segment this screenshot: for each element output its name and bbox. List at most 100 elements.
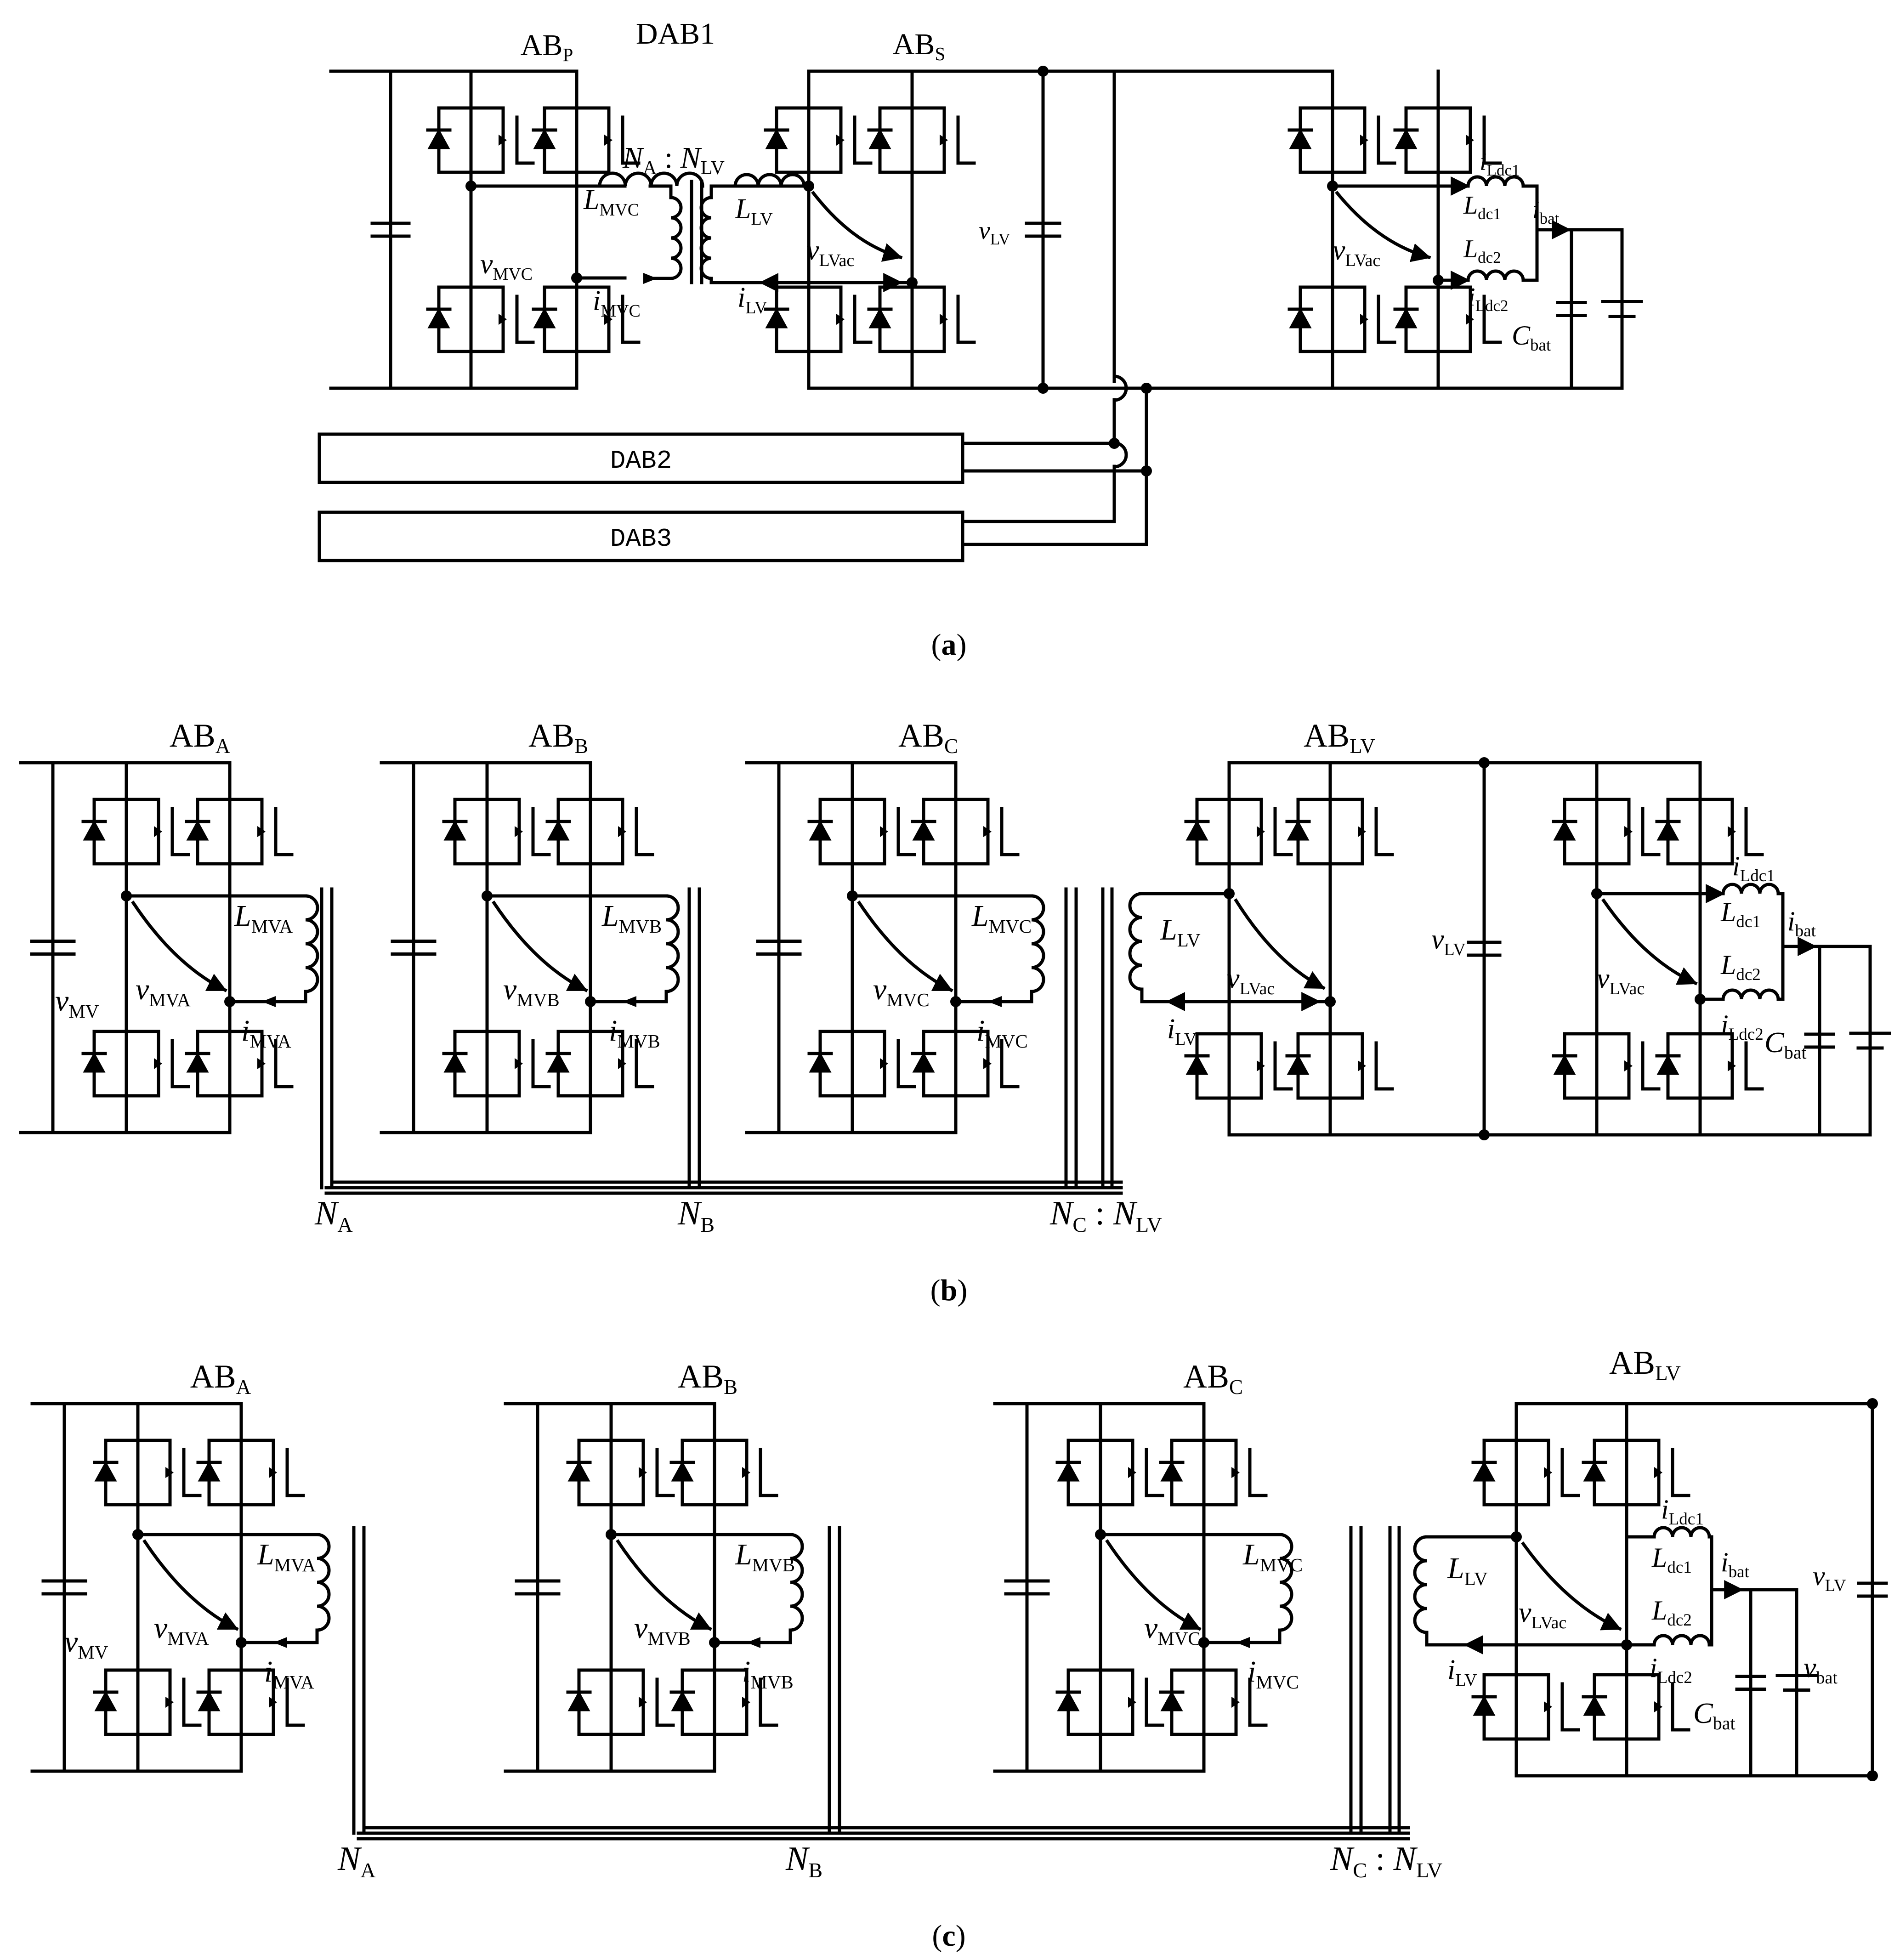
caption-letter: b [941,1274,958,1307]
label: iMVA [264,1655,314,1693]
bridge-label: ABB [678,1358,737,1399]
current-arrowhead [643,273,657,284]
current-label: iLdc1 [1480,147,1520,179]
mosfet-part [94,1461,117,1482]
mosfet-part [257,826,266,837]
mosfet-switch [669,1425,778,1520]
mosfet-part [1057,1461,1080,1482]
label: LMVA [257,1538,316,1575]
dab2-block [318,432,964,484]
dab3-label: DAB3 [610,524,672,554]
label: LMVB [601,899,662,937]
caption-close: ) [957,1274,967,1307]
symbol: i [1480,147,1487,176]
mosfet-part [533,307,556,329]
turns-ratio: NA : NLV [622,141,725,179]
subscript: bat [1540,210,1560,227]
bridge-subscript: A [236,1376,251,1399]
panel-caption: (b) [930,1274,968,1307]
mosfet-switch [1184,1018,1293,1114]
bridge-name: AB [678,1358,724,1395]
mosfet-part [1287,820,1310,841]
subscript: MVC [985,1031,1027,1052]
bridge-name: AB [190,1358,236,1395]
mosfet-part [1231,1697,1240,1708]
voltage-arrow [857,901,953,992]
symbol: C [1512,320,1531,351]
subscript: MVB [617,1031,660,1052]
mosfet-part [1185,1054,1208,1075]
mosfet-switch [1159,1654,1268,1750]
inductor-mva [304,894,319,993]
mosfet-switch [532,92,641,188]
mosfet-switch [1655,1018,1764,1114]
label: LMVC [1242,1538,1303,1575]
subscript: MVC [1157,1628,1200,1649]
label: Ldc1 [1720,897,1761,931]
mosfet-switch [1285,784,1394,879]
label: vMVC [1144,1611,1201,1649]
symbol: L [1720,897,1736,927]
label: Ldc2 [1651,1595,1692,1630]
subscript: Ldc1 [1740,867,1775,885]
voltage-arrow [811,191,903,262]
mosfet-switch [1287,272,1396,367]
inductor-mva [315,1533,331,1632]
bridge-label: ABA [190,1358,251,1399]
subscript: LV [1177,929,1201,951]
voltage-label: vLVac [1333,235,1380,270]
mosfet-part [186,1052,209,1073]
symbol: L [583,184,599,215]
symbol: i [1447,1654,1455,1686]
mosfet-part [257,1058,266,1069]
label: iLV [1167,1014,1197,1049]
bridge-name: AB [1304,717,1350,754]
label: iLdc2 [1650,1653,1692,1687]
bridge-name: AB [893,28,935,61]
symbol: i [1468,283,1475,312]
ratio-n1_sub: A [643,158,657,179]
mosfet-part [443,1052,466,1073]
junction-dot [1141,465,1152,476]
subscript: Ldc2 [1475,297,1509,315]
mosfet-part [154,1058,162,1069]
subscript: MVA [274,1554,316,1575]
symbol: N [677,1195,702,1232]
subscript: B [808,1858,822,1882]
mosfet-part [1395,128,1418,149]
current-arrowhead [1236,1637,1250,1648]
mosfet-part [836,135,845,146]
symbol: v [1597,963,1610,994]
label: LMVC [971,899,1032,937]
label: vMV [55,984,99,1022]
mosfet-switch [1055,1425,1164,1520]
mosfet-part [1544,1701,1552,1712]
label: iLdc1 [1661,1494,1704,1529]
symbol: L [234,899,251,933]
mosfet-part [567,1690,590,1711]
mosfet-part [765,128,788,149]
mosfet-part [515,1058,523,1069]
label: vMV [64,1625,108,1663]
symbol: v [503,973,517,1006]
subscript: LVac [1240,979,1275,998]
inductor-label: Ldc1 [1463,191,1501,223]
mosfet-switch [1552,784,1661,879]
bridge-subscript: B [724,1376,737,1399]
winding-label: NA [337,1840,376,1882]
mosfet-part [1289,128,1312,149]
label: iMVA [241,1014,291,1052]
ac-wire [709,184,811,199]
junction-dot [803,181,814,192]
mosfet-switch [807,784,916,879]
subscript: LV [990,230,1010,248]
mosfet-part [618,1058,626,1069]
subscript: MVC [1256,1671,1299,1693]
inductor-ldc2 [1721,988,1780,1001]
symbol: i [1721,1547,1729,1577]
voltage-label: vLVac [806,235,854,270]
mosfet-part [639,1697,647,1708]
bridge-label: ABLV [1609,1344,1681,1385]
